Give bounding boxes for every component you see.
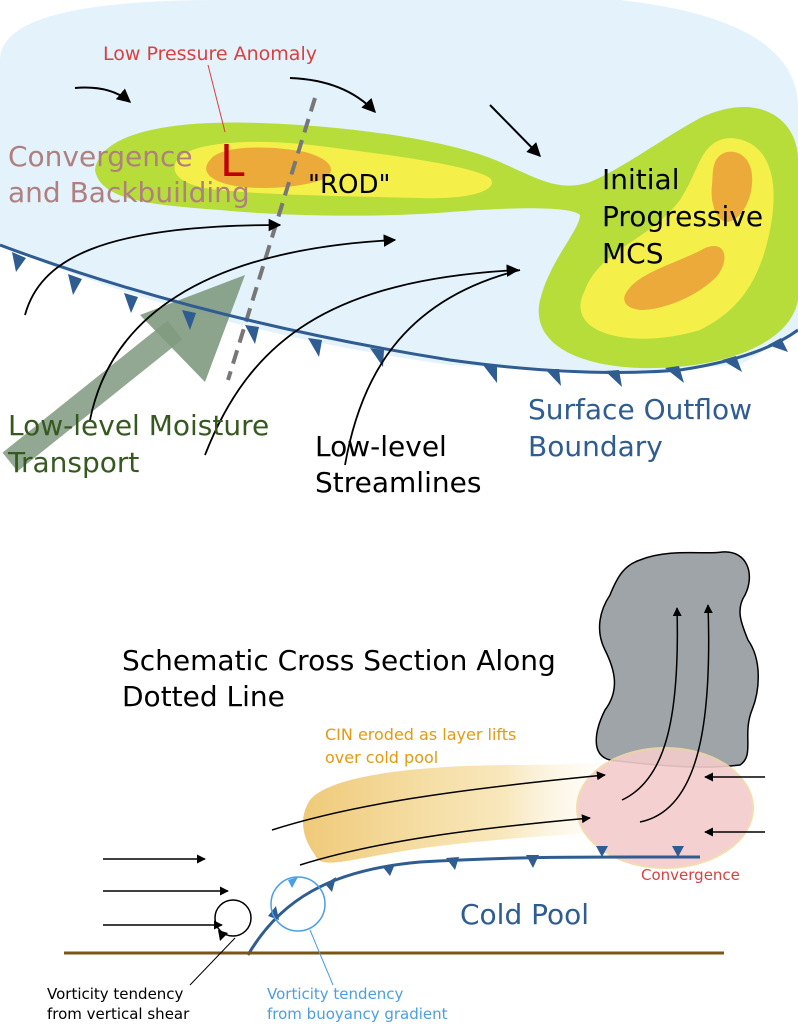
inflow-arrows xyxy=(103,772,765,930)
circular-vorticity-icon xyxy=(214,899,252,941)
streamline xyxy=(89,234,397,421)
mcs-label-line3: MCS xyxy=(602,237,663,270)
precip-orange-mcs-2 xyxy=(624,246,725,310)
mcs-label-line1: Initial xyxy=(602,163,679,196)
cross-section: Schematic Cross Section Along Dotted Lin… xyxy=(47,551,765,1023)
flow-arrow xyxy=(489,104,541,157)
buoyancy-vorticity-icon xyxy=(270,876,326,932)
lifting-arrows xyxy=(271,604,713,866)
lift-arrow xyxy=(271,771,606,831)
buoyancy-label-line2: from buoyancy gradient xyxy=(267,1005,448,1023)
plan-view: Low Pressure Anomaly L Convergence and B… xyxy=(0,0,798,499)
cin-layer xyxy=(303,760,640,863)
moisture-label-line2: Transport xyxy=(7,446,139,479)
cold-pool-boundary xyxy=(246,855,701,956)
shear-label-line2: from vertical shear xyxy=(47,1005,190,1023)
buoyancy-label-line1: Vorticity tendency xyxy=(267,985,404,1003)
upper-flow-arrows xyxy=(74,77,541,157)
cin-label-line1: CIN eroded as layer lifts xyxy=(325,725,516,744)
low-pressure-icon: L xyxy=(220,136,245,187)
streamlines-label-line2: Streamlines xyxy=(315,466,481,499)
cold-front-barb-icon xyxy=(12,252,788,387)
moisture-label-line1: Low-level Moisture xyxy=(8,409,269,442)
streamlines xyxy=(24,218,521,466)
flow-arrow xyxy=(289,77,376,114)
outflow-label-line1: Surface Outflow xyxy=(528,393,752,426)
precip-orange-mcs-1 xyxy=(711,151,753,222)
cross-section-title-line1: Schematic Cross Section Along xyxy=(122,644,556,677)
flow-arrow xyxy=(74,86,132,103)
shear-label-line1: Vorticity tendency xyxy=(47,985,184,1003)
low-pressure-label: Low Pressure Anomaly xyxy=(103,43,317,65)
lift-arrow xyxy=(639,604,713,823)
streamline xyxy=(344,269,521,466)
streamline xyxy=(24,218,282,316)
convergence-label-line2: and Backbuilding xyxy=(8,176,250,209)
streamline xyxy=(204,264,520,456)
lift-arrow xyxy=(621,607,682,801)
precip-orange-rod xyxy=(206,147,332,188)
shear-callout xyxy=(189,937,236,986)
cross-section-dashed-line xyxy=(226,97,317,381)
mcs-label-line2: Progressive xyxy=(602,200,763,233)
moisture-transport-arrow xyxy=(2,275,245,472)
convergence-label: Convergence xyxy=(641,866,740,884)
cin-label-line2: over cold pool xyxy=(325,748,438,767)
cold-pool-barb-icon xyxy=(268,846,684,920)
outflow-label-line2: Boundary xyxy=(528,430,663,463)
rod-label: "ROD" xyxy=(308,170,390,200)
lift-arrow xyxy=(299,814,591,866)
streamlines-label-line1: Low-level xyxy=(315,430,447,463)
buoyancy-callout xyxy=(309,929,334,986)
convergence-label-line1: Convergence xyxy=(8,140,193,173)
cold-pool-label: Cold Pool xyxy=(460,898,589,931)
cross-section-title-line2: Dotted Line xyxy=(122,680,285,713)
low-pressure-callout xyxy=(207,64,226,133)
